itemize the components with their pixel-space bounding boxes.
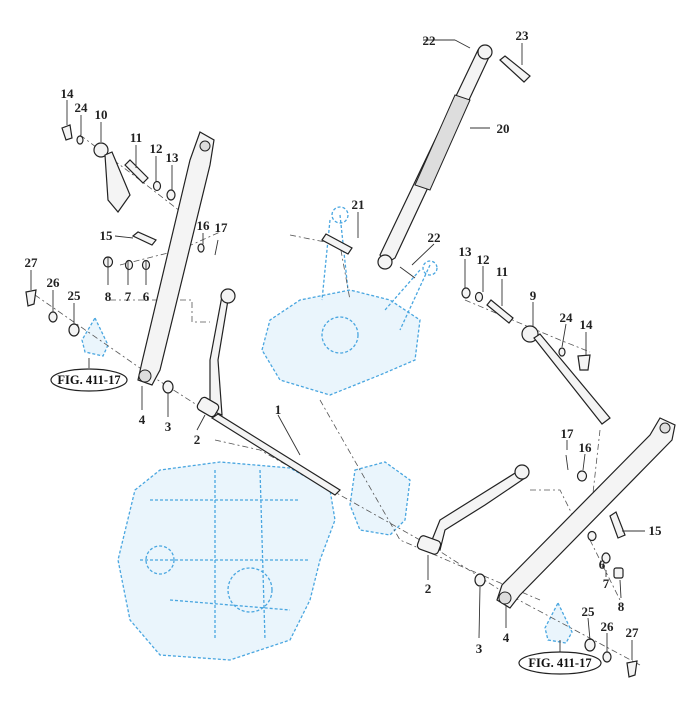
- callout: 26: [47, 275, 61, 290]
- top-link: [377, 44, 493, 270]
- callout: 4: [139, 412, 146, 427]
- callout: 3: [165, 419, 172, 434]
- callout: 6: [599, 557, 606, 572]
- callout: 8: [105, 289, 112, 304]
- callout: 3: [476, 641, 483, 656]
- callout: 25: [68, 288, 82, 303]
- callout-labels: 1 2 2 3 3 4 4 6 6 7 7 8 8 9 10 11 11 12 …: [25, 28, 663, 656]
- callout: 21: [352, 197, 365, 212]
- figure-reference-left[interactable]: FIG. 411-17: [50, 368, 128, 392]
- leader-lines: [30, 39, 645, 660]
- callout: 12: [477, 252, 490, 267]
- callout: 14: [61, 86, 75, 101]
- callout: 13: [459, 244, 473, 259]
- callout: 26: [601, 619, 615, 634]
- lower-link-right: [496, 417, 676, 609]
- callout: 23: [516, 28, 530, 43]
- callout: 1: [275, 402, 282, 417]
- lower-link-left: [137, 131, 215, 386]
- stabilizer-right: [521, 325, 611, 425]
- pin-21: [321, 233, 353, 255]
- callout: 2: [194, 432, 201, 447]
- callout: 27: [626, 625, 640, 640]
- figure-reference-label[interactable]: FIG. 411-17: [528, 656, 591, 670]
- callout: 27: [25, 255, 39, 270]
- figure-reference-right[interactable]: FIG. 411-17: [518, 651, 602, 675]
- callout: 22: [423, 33, 436, 48]
- lift-rod-right: [416, 464, 530, 555]
- callout: 24: [560, 310, 574, 325]
- callout: 9: [530, 288, 537, 303]
- small-parts: [25, 39, 638, 678]
- lift-rod-left: [196, 288, 236, 418]
- callout: 25: [582, 604, 596, 619]
- callout: 16: [197, 218, 211, 233]
- callout: 22: [428, 230, 441, 245]
- reference-part-right: [544, 601, 573, 644]
- hydraulic-lift-cover: [261, 206, 438, 396]
- callout: 15: [100, 228, 114, 243]
- callout: 7: [603, 576, 610, 591]
- callout: 11: [496, 264, 508, 279]
- callout: 6: [143, 289, 150, 304]
- callout: 14: [580, 317, 594, 332]
- stabilizer-left: [93, 142, 131, 213]
- callout: 15: [649, 523, 663, 538]
- callout: 2: [425, 581, 432, 596]
- hitch-bracket: [349, 461, 411, 536]
- callout: 13: [166, 150, 180, 165]
- callout: 7: [125, 289, 132, 304]
- callout: 17: [215, 220, 229, 235]
- callout: 16: [579, 440, 593, 455]
- cross-shaft: [210, 413, 341, 496]
- callout: 17: [561, 426, 575, 441]
- callout: 11: [130, 130, 142, 145]
- callout: 24: [75, 100, 89, 115]
- pin-23: [499, 55, 531, 83]
- figure-reference-label[interactable]: FIG. 411-17: [57, 373, 120, 387]
- transmission-housing: [117, 461, 336, 661]
- callout: 8: [618, 599, 625, 614]
- callout: 12: [150, 141, 163, 156]
- callout: 20: [497, 121, 510, 136]
- callout: 10: [95, 107, 108, 122]
- callout: 4: [503, 630, 510, 645]
